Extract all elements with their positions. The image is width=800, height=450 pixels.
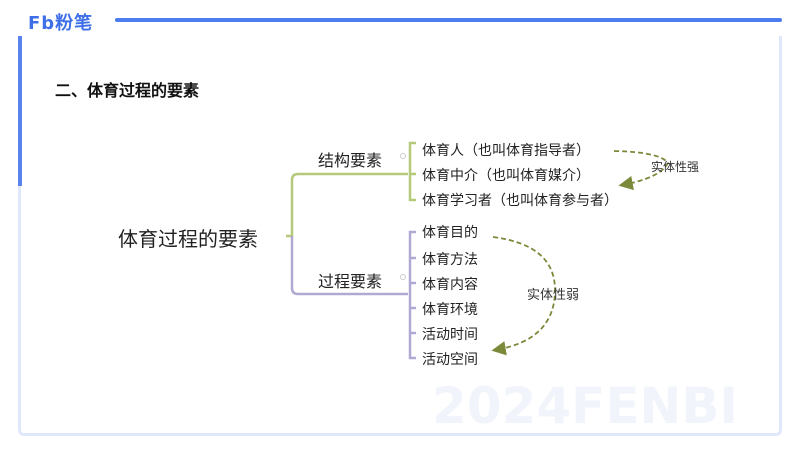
leaf-item: 体育方法 <box>422 252 478 268</box>
leaf-item: 体育内容 <box>422 277 478 293</box>
note-strong: 实体性强 <box>651 160 700 174</box>
branch-line-structure <box>286 172 408 238</box>
left-accent-bar <box>18 36 22 186</box>
mindmap-root: 体育过程的要素 <box>118 227 258 251</box>
arrow-weak <box>491 236 556 356</box>
collapse-dot-structure <box>400 153 406 159</box>
top-accent-line <box>115 18 782 22</box>
slide-frame <box>18 36 782 436</box>
bracket-structure <box>408 141 416 202</box>
arrow-strong <box>613 150 670 191</box>
leaf-item: 体育学习者（也叫体育参与者） <box>422 193 618 209</box>
leaf-item: 体育环境 <box>422 302 478 318</box>
branch-structure: 结构要素 <box>318 151 383 170</box>
bracket-process <box>408 230 416 360</box>
leaf-item: 活动时间 <box>422 327 478 343</box>
leaf-item: 体育中介（也叫体育媒介） <box>422 168 590 184</box>
watermark: 2024FENBI <box>432 377 739 435</box>
collapse-dot-process <box>400 274 406 280</box>
note-weak: 实体性弱 <box>527 288 580 303</box>
page-title: 二、体育过程的要素 <box>55 81 200 100</box>
leaf-item: 活动空间 <box>422 352 478 368</box>
leaf-item: 体育目的 <box>422 225 478 241</box>
fenbi-logo: Fb粉笔 <box>28 13 94 34</box>
leaf-item: 体育人（也叫体育指导者） <box>422 143 590 159</box>
branch-line-process <box>290 236 408 296</box>
branch-process: 过程要素 <box>318 272 383 291</box>
